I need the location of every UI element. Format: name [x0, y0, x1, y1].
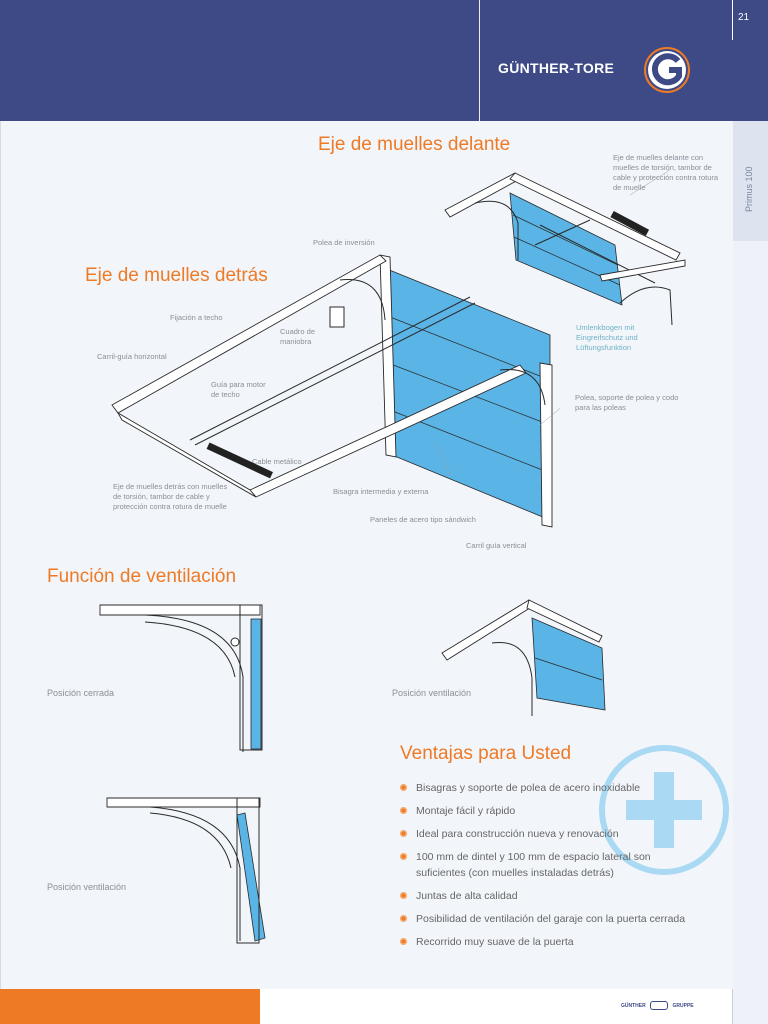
advantages-list: Bisagras y soporte de polea de acero ino… [400, 780, 700, 957]
bullet-icon [400, 853, 407, 860]
front-spring-diagram [444, 169, 686, 326]
advantage-item: Juntas de alta calidad [400, 888, 700, 904]
callout-cable-metalico: Cable metálico [252, 457, 302, 466]
sidebar-tab [733, 121, 768, 241]
callout-fijacion-techo: Fijación a techo [170, 313, 223, 322]
bullet-icon [400, 807, 407, 814]
bullet-icon [400, 892, 407, 899]
bullet-icon [400, 830, 407, 837]
advantage-item: Montaje fácil y rápido [400, 803, 700, 819]
plus-circle-icon [599, 745, 729, 875]
callout-cuadro-maniobra: Cuadro de maniobra [280, 327, 316, 346]
page-number: 21 [738, 12, 750, 23]
callout-bisagra: Bisagra intermedia y externa [333, 487, 429, 496]
bullet-icon [400, 938, 407, 945]
footer-logo: GÜNTHER GRUPPE [621, 1001, 694, 1010]
advantage-item: Ideal para construcción nueva y renovaci… [400, 826, 700, 842]
advantages-title: Ventajas para Usted [400, 743, 572, 764]
callout-polea-soporte: Polea, soporte de polea y codo para las … [575, 393, 679, 412]
bullet-icon [400, 784, 407, 791]
advantage-item: Bisagras y soporte de polea de acero ino… [400, 780, 700, 796]
brand-logo-icon [644, 47, 690, 93]
callout-polea-inversion: Polea de inversión [313, 238, 375, 247]
footer-strip [260, 989, 732, 1024]
label-position-vent-left: Posición ventilación [47, 882, 127, 892]
front-spring-description: Eje de muelles delante con muelles de to… [613, 153, 719, 192]
rear-spring-diagram [111, 254, 560, 528]
callout-umlenkbogen: Umlenkbogen mit Eingreifschutz und Lüftu… [576, 323, 638, 352]
advantage-item: Posibilidad de ventilación del garaje co… [400, 911, 700, 927]
callout-carril-vertical: Carril guía vertical [466, 541, 527, 550]
page-header [0, 0, 768, 121]
vent-closed-diagram [99, 604, 263, 752]
page-number-divider [732, 0, 733, 40]
vent-open-diagram-left [106, 797, 266, 944]
label-position-closed: Posición cerrada [47, 688, 115, 698]
brand-name: GÜNTHER-TORE [498, 60, 615, 76]
bullet-icon [400, 915, 407, 922]
header-divider [479, 0, 480, 121]
advantage-item: 100 mm de dintel y 100 mm de espacio lat… [400, 849, 700, 881]
sidebar-label: Primus 100 [744, 166, 754, 212]
rear-spring-description: Eje de muelles detrás con muelles de tor… [113, 482, 228, 511]
callout-carril-horizontal: Carril-guía horizontal [97, 352, 167, 361]
label-position-vent-right: Posición ventilación [392, 688, 472, 698]
callout-guia-motor: Guía para motor de techo [211, 380, 266, 399]
vent-open-diagram-right [441, 599, 606, 716]
footer-logo-icon [650, 1001, 669, 1010]
callout-paneles: Paneles de acero tipo sándwich [370, 515, 476, 524]
front-spring-title: Eje de muelles delante [318, 134, 511, 155]
right-sidebar [732, 121, 768, 1024]
ventilation-title: Función de ventilación [47, 566, 237, 587]
footer-accent-bar [0, 989, 260, 1024]
rear-spring-title: Eje de muelles detrás [85, 265, 268, 286]
advantage-item: Recorrido muy suave de la puerta [400, 934, 700, 950]
